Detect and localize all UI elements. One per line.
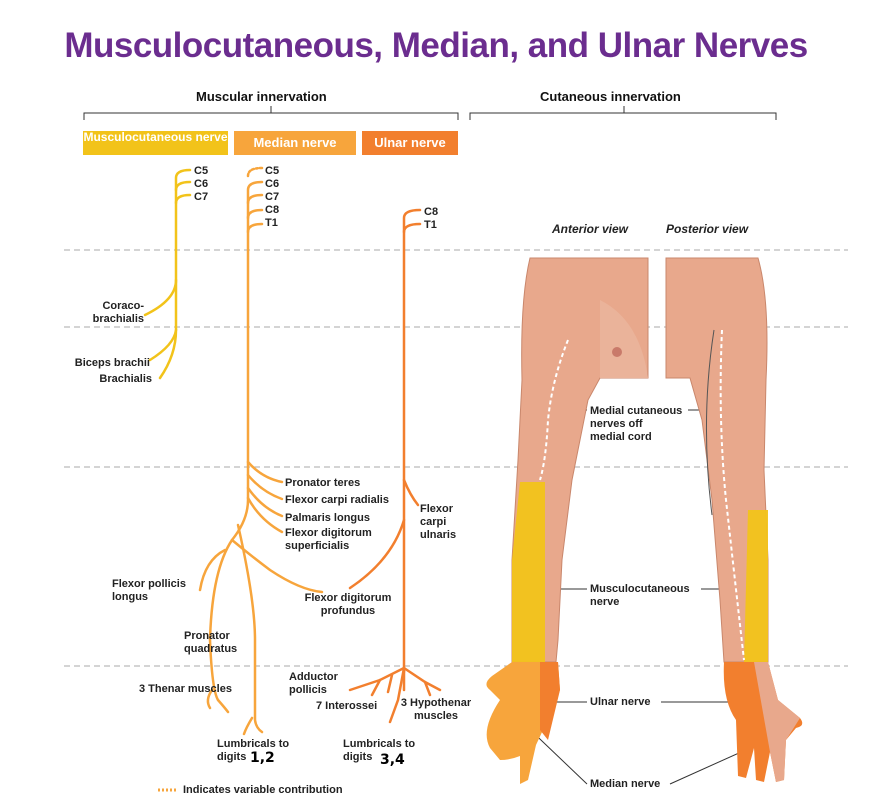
mc-root-c7: C7 bbox=[194, 191, 209, 203]
label-flexor-pollicis-longus: Flexor pollicis longus bbox=[112, 578, 186, 603]
posterior-arm-illustration bbox=[665, 257, 803, 782]
label-palmaris-longus: Palmaris longus bbox=[285, 512, 370, 524]
label-flexor-digitorum-superficialis: Flexor digitorum superficialis bbox=[285, 527, 372, 552]
posterior-view-label: Posterior view bbox=[666, 222, 749, 236]
label-lumbricals-3-4: Lumbricals to digits bbox=[343, 738, 416, 763]
ulnar-nerve-trunk bbox=[348, 208, 442, 724]
musculocutaneous-nerve-trunk bbox=[143, 168, 192, 380]
label-brachialis: Brachialis bbox=[99, 373, 152, 385]
median-nerve-box: Median nerve bbox=[234, 131, 356, 155]
label-biceps-brachii: Biceps brachii bbox=[74, 357, 150, 369]
median-roots: C5 C6 C7 C8 T1 bbox=[265, 165, 279, 230]
label-pronator-quadratus: Pronator quadratus bbox=[184, 630, 238, 655]
label-flexor-digitorum-profundus: Flexor digitorum profundus bbox=[304, 592, 392, 617]
label-lumbricals-1-2: Lumbricals to digits bbox=[217, 738, 290, 763]
handwritten-digits-3-4: 3,4 bbox=[380, 752, 405, 768]
mc-root-c5: C5 bbox=[194, 165, 209, 177]
label-cutaneous-median: Median nerve bbox=[590, 778, 661, 790]
label-cutaneous-ulnar: Ulnar nerve bbox=[590, 696, 651, 708]
ulnar-nerve-label: Ulnar nerve bbox=[374, 135, 446, 150]
label-medial-cutaneous-nerves: Medial cutaneous nerves off medial cord bbox=[590, 405, 683, 443]
label-pronator-teres: Pronator teres bbox=[285, 477, 361, 489]
label-hypothenar-muscles: 3 Hypothenar muscles bbox=[400, 697, 472, 722]
ulnar-roots: C8 T1 bbox=[424, 206, 438, 232]
legend-text: Indicates variable contribution bbox=[183, 784, 343, 796]
anterior-view-label: Anterior view bbox=[552, 222, 629, 236]
label-flexor-carpi-radialis: Flexor carpi radialis bbox=[285, 494, 389, 506]
handwritten-digits-1-2: 1,2 bbox=[250, 750, 275, 766]
anterior-arm-illustration bbox=[486, 257, 649, 784]
label-thenar-muscles: 3 Thenar muscles bbox=[139, 683, 232, 695]
label-adductor-pollicis: Adductor pollicis bbox=[289, 671, 338, 696]
label-interossei: 7 Interossei bbox=[316, 700, 378, 712]
ulnar-root-t1: T1 bbox=[424, 219, 437, 231]
ulnar-nerve-box: Ulnar nerve bbox=[362, 131, 458, 155]
musculocutaneous-nerve-box: Musculocutaneous nerve bbox=[83, 131, 228, 155]
header-bracket-cutaneous bbox=[469, 106, 777, 120]
median-root-c5: C5 bbox=[265, 165, 280, 177]
median-root-c8: C8 bbox=[265, 204, 280, 216]
ulnar-root-c8: C8 bbox=[424, 206, 439, 218]
header-cutaneous: Cutaneous innervation bbox=[540, 89, 681, 104]
musculocutaneous-nerve-label: Musculocutaneous nerve bbox=[83, 131, 228, 144]
mc-roots: C5 C6 C7 bbox=[194, 165, 208, 204]
median-nerve-trunk bbox=[198, 166, 324, 736]
median-root-c6: C6 bbox=[265, 178, 280, 190]
median-root-t1: T1 bbox=[265, 217, 278, 229]
mc-root-c6: C6 bbox=[194, 178, 209, 190]
label-cutaneous-musculocutaneous: Musculocutaneous nerve bbox=[590, 583, 690, 608]
header-bracket-muscular bbox=[83, 106, 459, 120]
legend: Indicates variable contribution bbox=[183, 784, 343, 796]
median-root-c7: C7 bbox=[265, 191, 280, 203]
median-nerve-label: Median nerve bbox=[253, 135, 337, 150]
header-muscular: Muscular innervation bbox=[196, 89, 327, 104]
label-flexor-carpi-ulnaris: Flexor carpi ulnaris bbox=[420, 503, 457, 541]
page-title: Musculocutaneous, Median, and Ulnar Nerv… bbox=[64, 26, 808, 65]
label-coracobrachialis: Coraco- brachialis bbox=[92, 300, 144, 325]
